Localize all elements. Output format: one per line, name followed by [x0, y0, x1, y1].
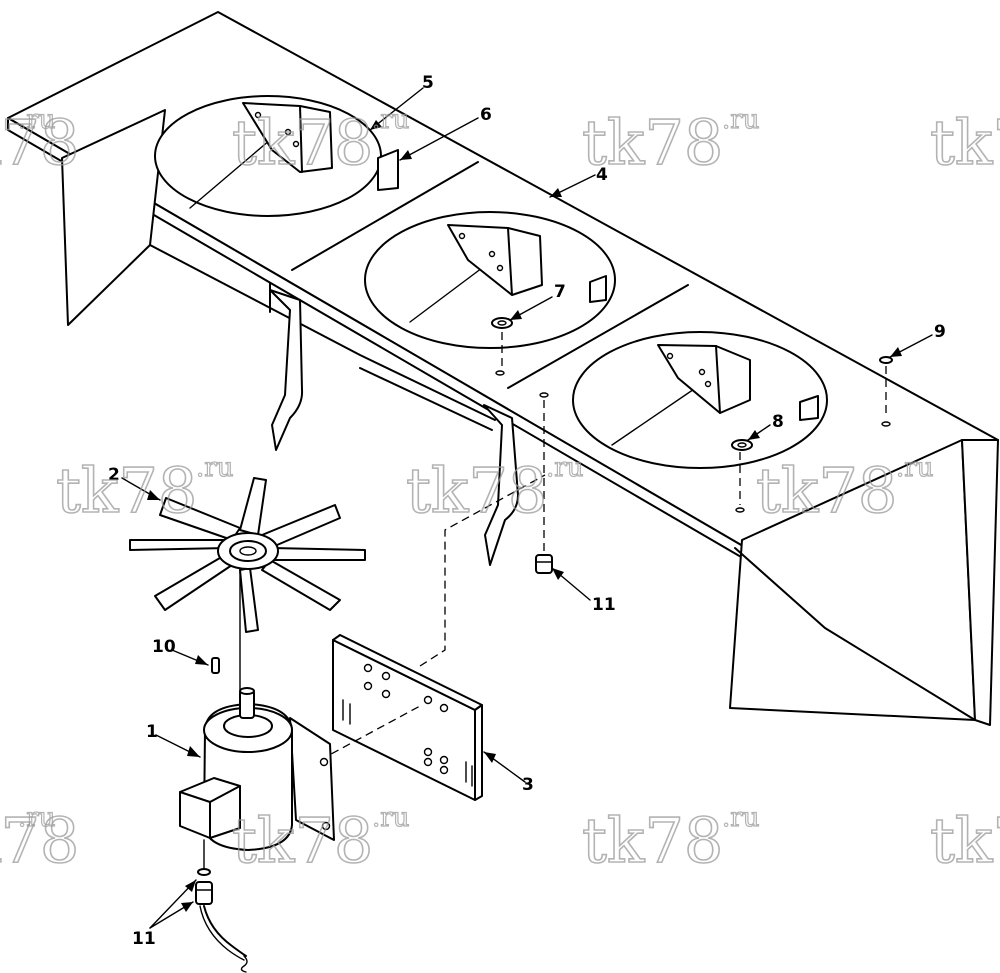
callout-7: 7	[554, 282, 566, 302]
callout-1: 1	[146, 722, 158, 742]
watermark-suffix: .ru	[196, 453, 233, 483]
fan-opening-middle	[364, 211, 616, 398]
watermark-suffix: .ru	[18, 803, 55, 833]
watermark-text: tk78	[930, 804, 1000, 877]
fan-housing-frame	[7, 11, 999, 726]
fan-opening-left	[154, 95, 399, 217]
watermark-text: tk78	[56, 454, 197, 527]
watermark-suffix: .ru	[896, 453, 933, 483]
shaft-key	[211, 657, 220, 674]
watermark-suffix: .ru	[546, 453, 583, 483]
callout-2: 2	[108, 465, 120, 485]
callout-8: 8	[772, 412, 784, 432]
callout-labels: 1 2 3 4 5 6 7 8 9 10 11 11	[108, 73, 946, 949]
watermark-text: tk78	[232, 804, 373, 877]
callout-9: 9	[934, 322, 946, 342]
fan-opening-right	[572, 331, 893, 513]
watermark-text: tk78	[232, 106, 373, 179]
motor-mounting-plate	[319, 474, 546, 801]
callout-11-lower: 11	[132, 929, 156, 949]
watermark-suffix: .ru	[18, 105, 55, 135]
watermark-suffix: .ru	[722, 105, 759, 135]
fan-blade-assembly	[129, 477, 366, 691]
callout-leaders	[121, 87, 933, 929]
watermark-layer: tk78 .ru tk78 .ru tk78 .ru tk78 tk78 .ru…	[0, 104, 1000, 877]
watermark-text: tk78	[756, 454, 897, 527]
nut-lower-assembly	[195, 839, 248, 973]
watermark-text: tk78	[930, 106, 1000, 179]
callout-5: 5	[422, 73, 434, 93]
watermark-text: tk78	[406, 454, 547, 527]
watermark-text: tk78	[0, 106, 79, 179]
nut-upper	[535, 400, 553, 574]
callout-10: 10	[152, 637, 176, 657]
watermark-suffix: .ru	[372, 105, 409, 135]
callout-4: 4	[596, 165, 608, 185]
watermark-text: tk78	[582, 804, 723, 877]
callout-3: 3	[522, 775, 534, 795]
watermark-suffix: .ru	[372, 803, 409, 833]
electric-motor	[179, 687, 335, 851]
watermark-text: tk78	[0, 804, 79, 877]
callout-6: 6	[480, 105, 492, 125]
callout-11-upper: 11	[592, 595, 616, 615]
watermark-text: tk78	[582, 106, 723, 179]
watermark-suffix: .ru	[722, 803, 759, 833]
